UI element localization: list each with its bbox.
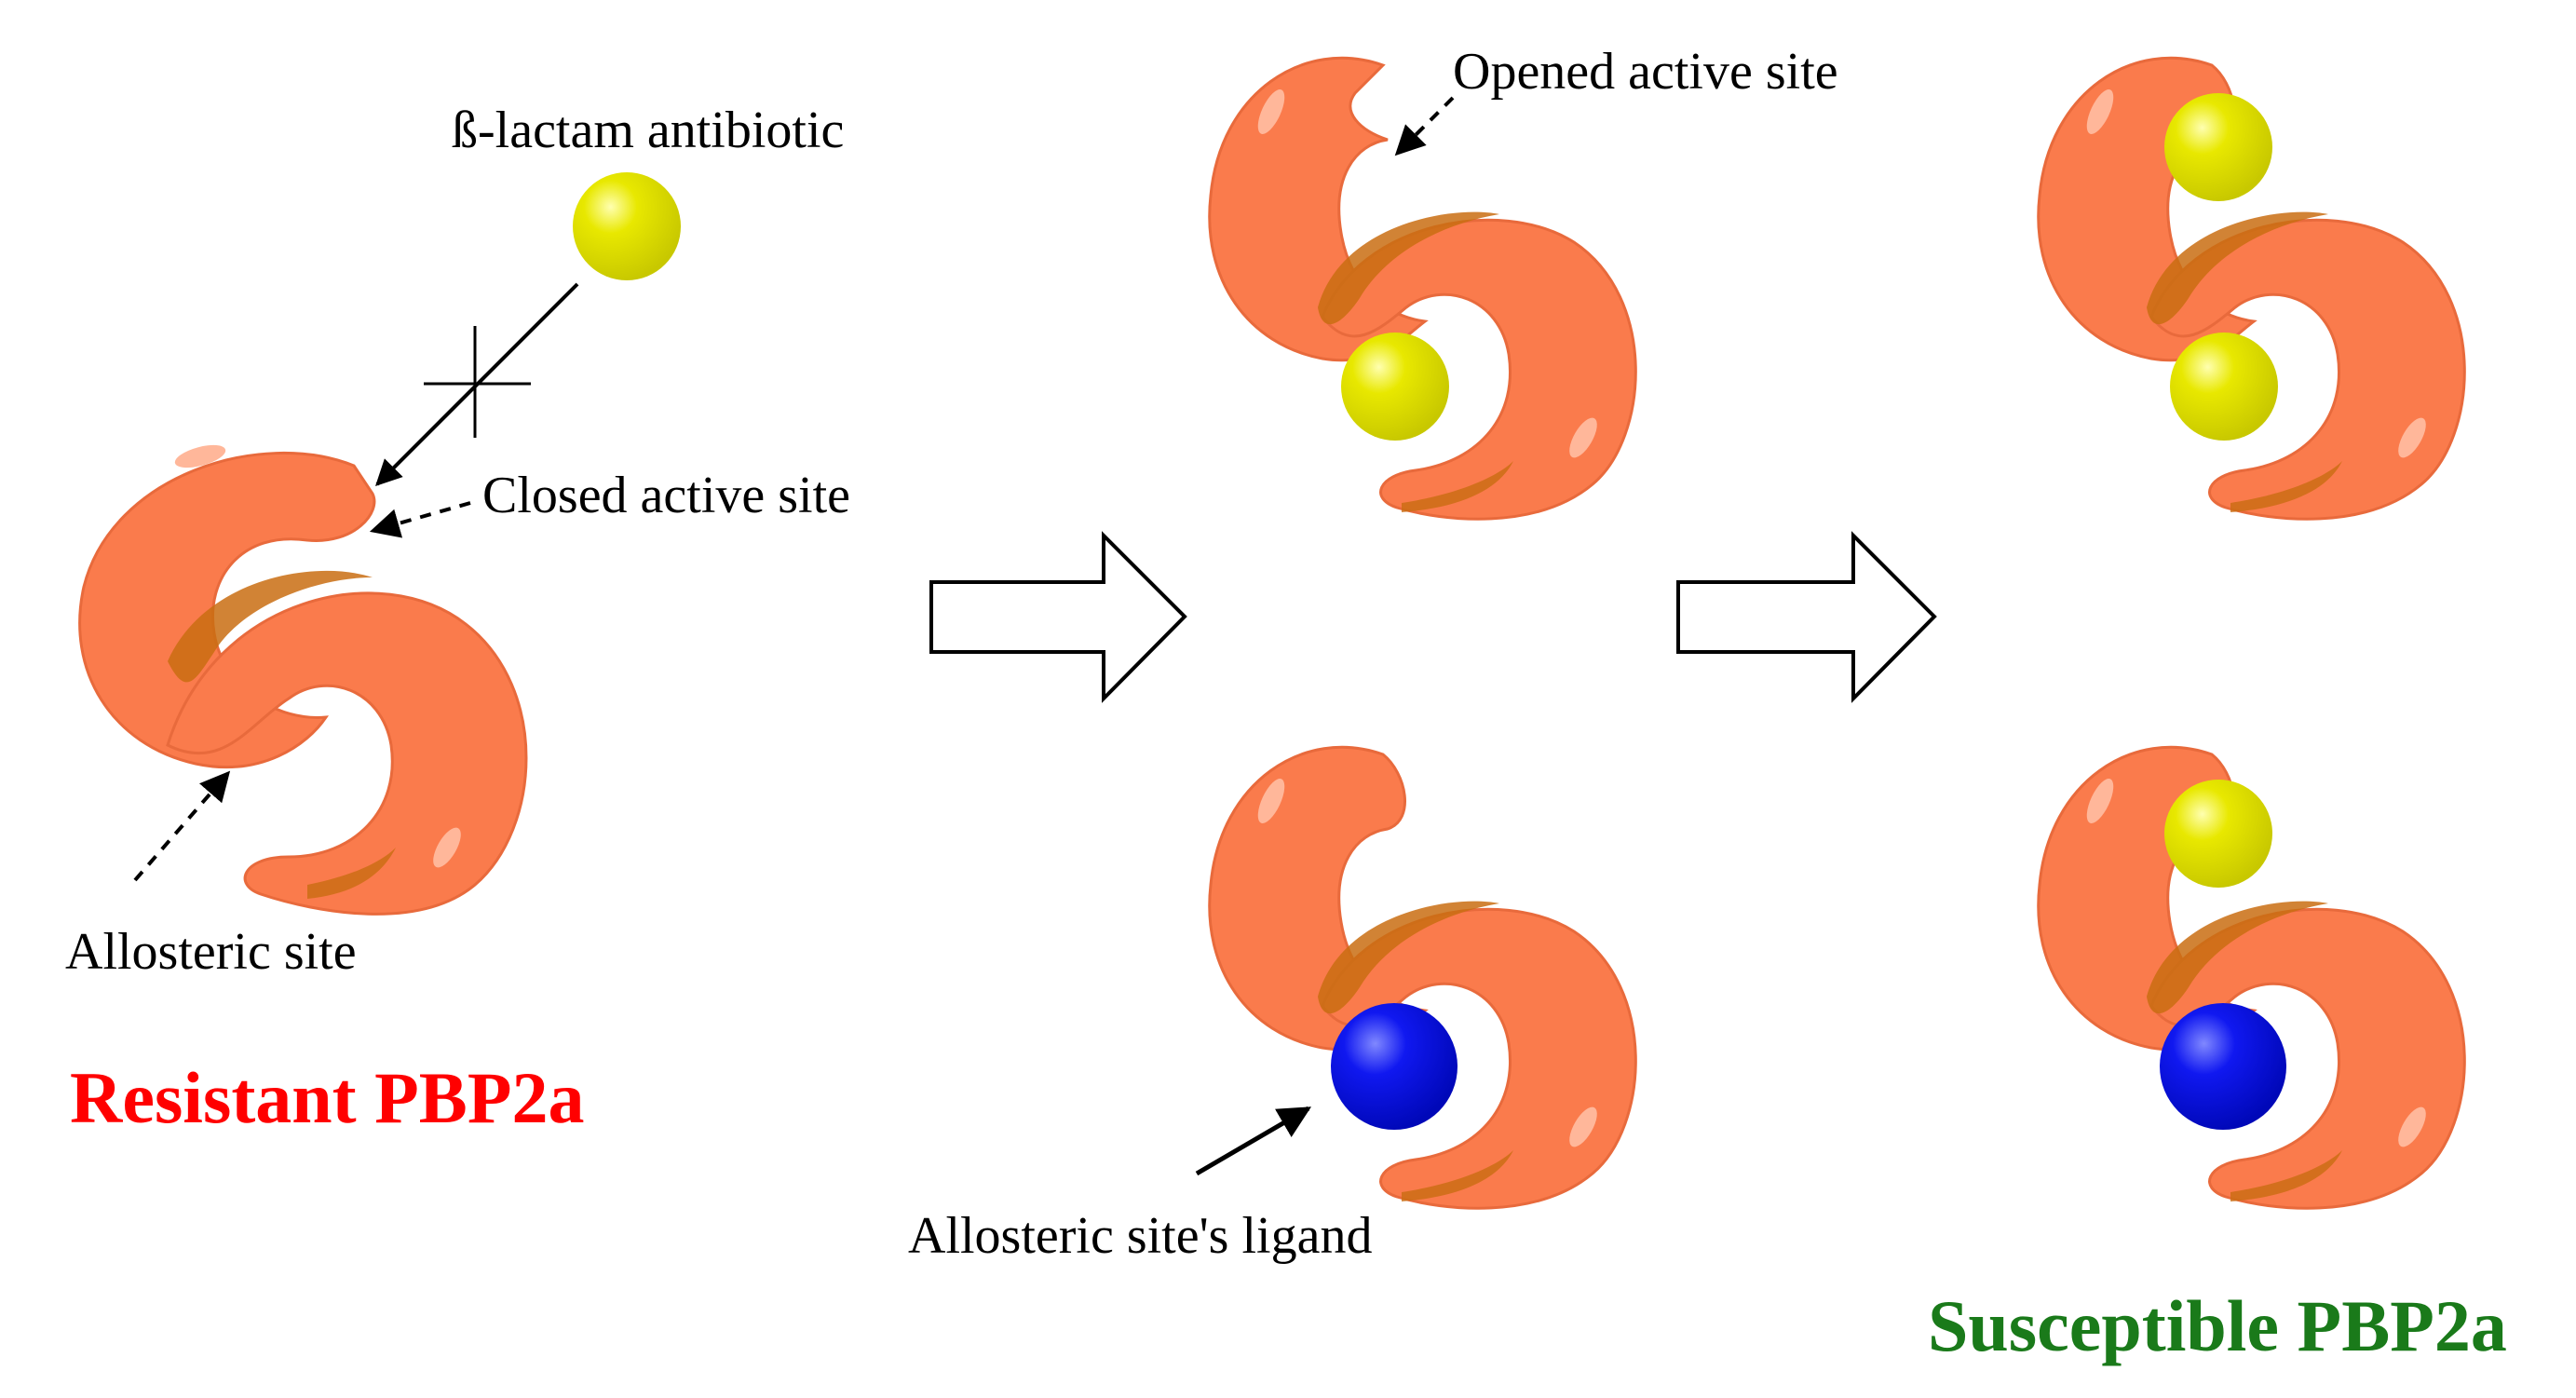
lower-crescent xyxy=(2149,907,2466,1210)
groove xyxy=(2147,211,2328,325)
lower-crescent xyxy=(1321,218,1637,521)
groove-lower xyxy=(1402,461,1513,512)
groove xyxy=(168,570,373,683)
antibiotic-label: ß-lactam antibiotic xyxy=(452,102,844,159)
highlight xyxy=(2086,779,2114,823)
antibiotic-in-active-site xyxy=(2164,780,2272,888)
groove xyxy=(1318,901,1499,1014)
transition-arrow-1 xyxy=(929,531,1187,703)
groove xyxy=(2147,901,2328,1014)
opened-site-pointer xyxy=(1394,96,1455,156)
antibiotic-ball xyxy=(573,172,681,280)
closed-site-pointer xyxy=(369,501,471,538)
allosteric-ligand-ball xyxy=(2160,1003,2286,1130)
highlight xyxy=(433,827,461,868)
highlight xyxy=(174,444,226,468)
lower-crescent xyxy=(1321,907,1637,1210)
highlight xyxy=(1569,1106,1597,1147)
resistant-caption: Resistant PBP2a xyxy=(70,1057,584,1138)
ligand-pointer xyxy=(1195,1106,1312,1176)
groove-lower xyxy=(2230,1150,2342,1201)
lower-crescent xyxy=(2149,218,2466,521)
susceptible-caption: Susceptible PBP2a xyxy=(1928,1285,2507,1366)
highlight xyxy=(2086,89,2114,134)
opened-protein-bottom xyxy=(1208,745,1637,1210)
highlight xyxy=(2398,417,2426,458)
antibiotic-at-allosteric xyxy=(1341,333,1449,441)
closed-site-label: Closed active site xyxy=(482,467,850,524)
resistant-protein xyxy=(78,444,528,916)
groove xyxy=(1318,211,1499,325)
allosteric-site-label: Allosteric site xyxy=(65,923,357,981)
groove-lower xyxy=(307,848,396,899)
antibiotic-in-active-site xyxy=(2164,93,2272,201)
groove-lower xyxy=(2230,461,2342,512)
upper-crescent xyxy=(78,452,376,769)
highlight xyxy=(1257,779,1285,823)
groove-lower xyxy=(1402,1150,1513,1201)
lower-crescent xyxy=(166,591,528,916)
highlight xyxy=(1569,417,1597,458)
highlight xyxy=(2398,1106,2426,1147)
ligand-label: Allosteric site's ligand xyxy=(908,1207,1372,1265)
allosteric-ligand-ball xyxy=(1331,1003,1457,1130)
allosteric-site-pointer xyxy=(133,770,231,882)
highlight xyxy=(1257,89,1285,134)
antibiotic-at-allosteric xyxy=(2170,333,2278,441)
transition-arrow-2 xyxy=(1676,531,1937,703)
opened-site-label: Opened active site xyxy=(1453,43,1838,101)
